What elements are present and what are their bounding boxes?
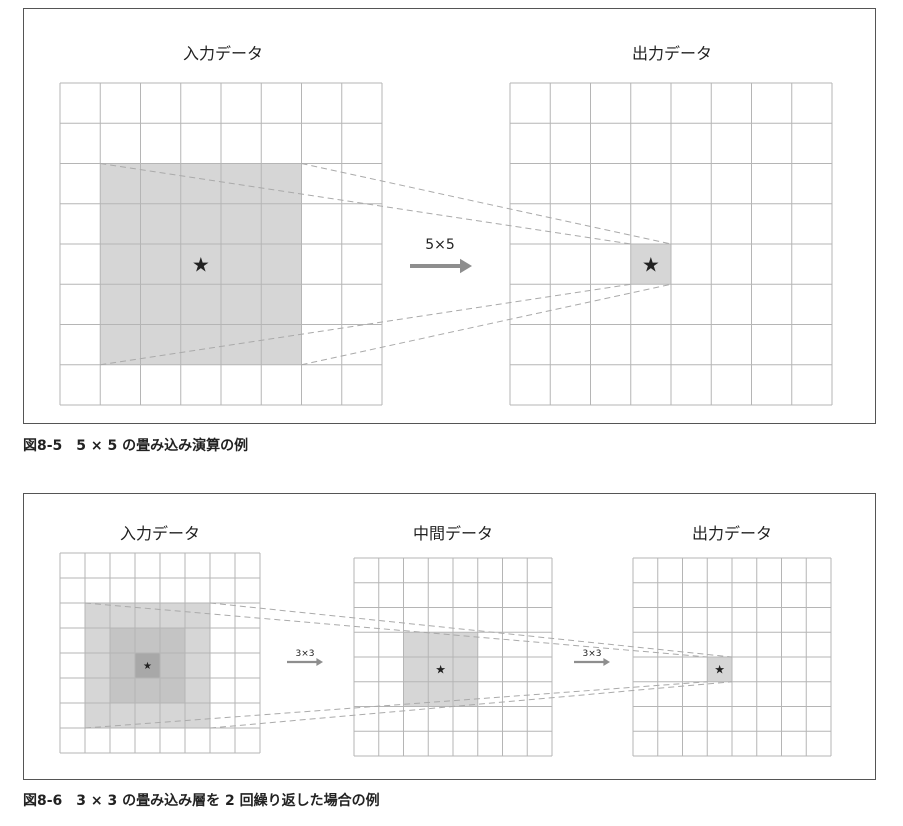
fig2-middle-title: 中間データ <box>412 524 494 543</box>
fig2-caption-text: 3 × 3 の畳み込み層を 2 回繰り返した場合の例 <box>76 793 380 809</box>
fig1-caption-text: 5 × 5 の畳み込み演算の例 <box>76 438 249 454</box>
arrow-head <box>316 658 323 666</box>
fig2-arrow-1 <box>287 658 323 666</box>
fig1-projection-line <box>301 163 672 245</box>
fig1-output-grid <box>509 82 833 406</box>
fig2-caption: 図8-6 3 × 3 の畳み込み層を 2 回繰り返した場合の例 <box>23 790 380 810</box>
fig2-projection-line <box>84 602 708 658</box>
fig1-output-cell <box>630 244 671 285</box>
fig2-output-title: 出力データ <box>691 524 773 543</box>
arrow-head <box>460 258 472 274</box>
fig2-input-center-cell <box>135 653 160 678</box>
fig1-input-title: 入力データ <box>182 44 264 63</box>
fig2-arrow-2 <box>574 658 610 666</box>
fig1-output-title: 出力データ <box>631 44 713 63</box>
fig2-kernel-label-1: 3×3 <box>296 649 315 659</box>
fig1-projection-line <box>301 283 672 366</box>
fig2-projection-line <box>209 681 733 729</box>
fig2-projection-line <box>209 602 733 658</box>
fig1-arrow <box>410 258 472 274</box>
arrow-head <box>603 658 610 666</box>
fig2-middle-grid <box>353 557 553 757</box>
fig1-input-center-star: ★ <box>192 252 210 276</box>
fig1-output-star: ★ <box>642 252 660 276</box>
fig1-kernel-label: 5×5 <box>425 237 455 253</box>
fig2-middle-star: ★ <box>435 663 446 677</box>
fig2-middle-field <box>403 632 478 707</box>
fig2-input-grid <box>59 552 261 754</box>
fig2-caption-number: 図8-6 <box>23 793 63 809</box>
fig1-caption: 図8-5 5 × 5 の畳み込み演算の例 <box>23 435 248 455</box>
fig2-projection-line <box>84 681 708 729</box>
fig2-output-cell <box>707 657 732 682</box>
fig1-caption-number: 図8-5 <box>23 438 63 454</box>
fig1-input-grid <box>59 82 383 406</box>
fig2-output-star: ★ <box>714 663 725 677</box>
fig1-receptive-field <box>100 163 302 365</box>
fig2-input-title: 入力データ <box>119 524 201 543</box>
fig2-input-star: ★ <box>143 661 152 672</box>
fig2-kernel-label-2: 3×3 <box>583 649 602 659</box>
